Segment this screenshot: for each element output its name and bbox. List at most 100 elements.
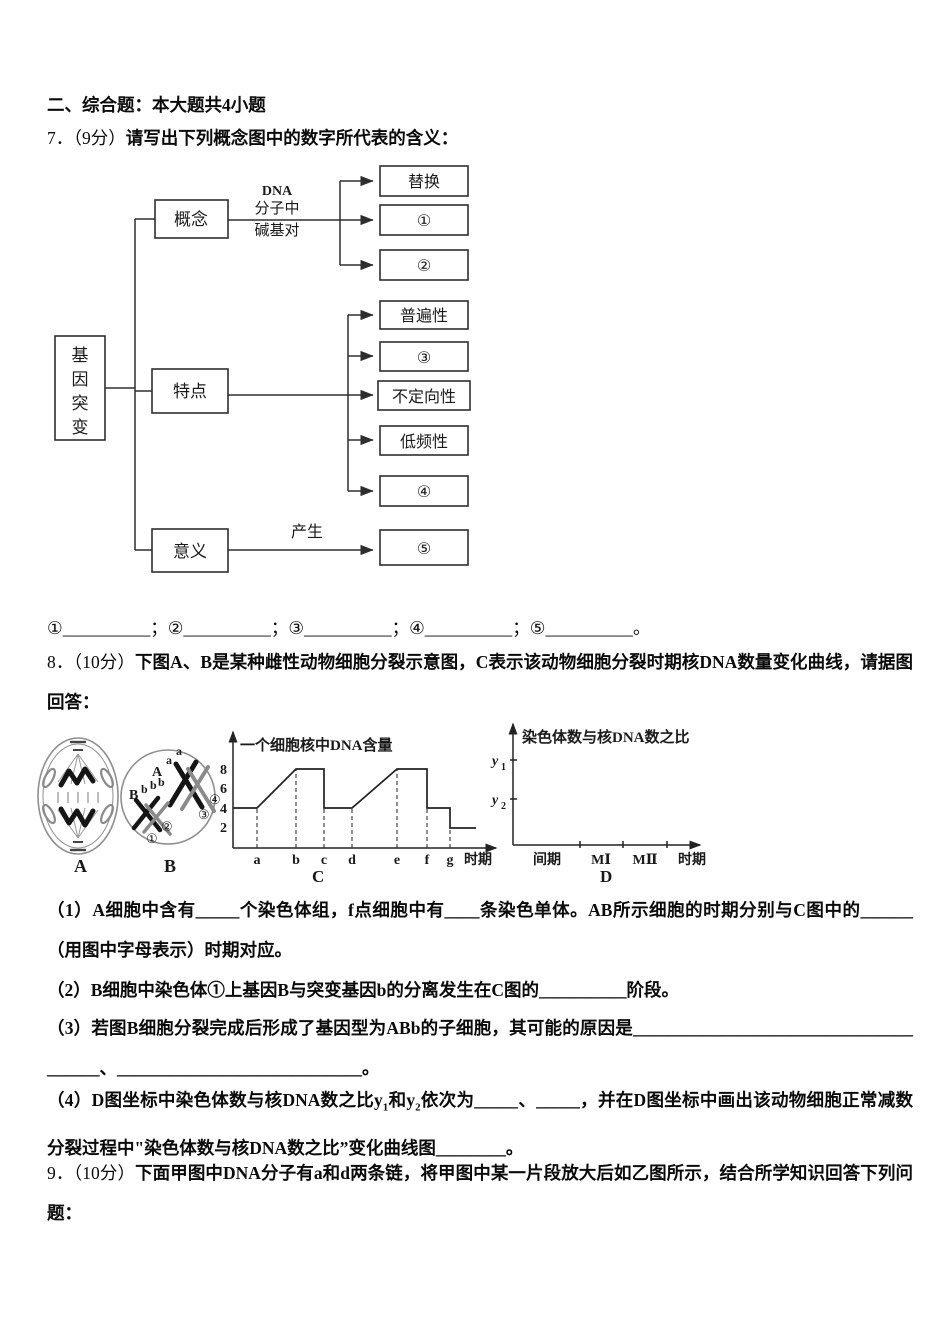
feature-child-5-label: ④ [417, 484, 431, 501]
chart-d-ytick-y2: y 2 [490, 793, 517, 812]
q9-stem-line: 9．（10分）下面甲图中DNA分子有a和d两条链，将甲图中某一片段放大后如乙图所… [47, 1153, 913, 1233]
chart-c-xtick-c: c [321, 853, 327, 868]
q8-sub4-subscript-1: 1 [382, 1101, 389, 1114]
chart-d-y1-sub: 1 [501, 762, 506, 773]
root-char-3: 突 [72, 394, 89, 413]
chart-c-xtick-d: d [348, 853, 356, 868]
cell-b-bivalent-Aa [167, 759, 216, 813]
concept-child-blank-1: ① [379, 204, 469, 236]
chart-d-ytick-y1: y 1 [490, 754, 517, 773]
q8-stem-line: 8．（10分）下图A、B是某种雌性动物细胞分裂示意图，C表示该动物细胞分裂时期核… [47, 642, 913, 722]
q8-sub4-part3: 依次为_____、_____，并在D图坐标中画出该动物细胞正常减数分裂过程中"染… [47, 1090, 914, 1158]
chart-c: 一个细胞核中DNA含量 8 6 4 2 a b c d e f g 时期 C [220, 730, 498, 886]
feature-branch-arrows [228, 309, 374, 497]
chart-c-xlabel: 时期 [464, 851, 492, 868]
cell-a-centriole-top [70, 740, 86, 751]
cell-b-bivalent-Bb [131, 795, 172, 836]
root-box-gene-mutation: 基 因 突 变 [54, 335, 106, 441]
concept-child-1-label: 替换 [408, 173, 440, 191]
chart-d-section-m1: MⅠ [591, 853, 611, 868]
q8-sub2: （2）B细胞中染色体①上基因B与突变基因b的分离发生在C图的__________… [47, 980, 679, 1000]
root-char-2: 因 [72, 370, 89, 389]
q7-stem: 请写出下列概念图中的数字所代表的含义： [125, 128, 459, 148]
q8-sub3: （3）若图B细胞分裂完成后形成了基因型为ABb的子细胞，其可能的原因是_____… [47, 1018, 913, 1078]
feature-child-2-label: ③ [417, 350, 431, 367]
gene-label-a2: a [176, 744, 182, 758]
q7-number: 7．（9分） [47, 128, 126, 148]
branch-box-feature: 特点 [151, 368, 229, 414]
q8-stem: 下图A、B是某种雌性动物细胞分裂示意图，C表示该动物细胞分裂时期核DNA数量变化… [47, 652, 914, 712]
feature-child-universality: 普遍性 [379, 300, 469, 330]
root-char-1: 基 [72, 346, 89, 365]
panel-label-c: C [312, 867, 324, 886]
chart-c-xtick-f: f [425, 853, 430, 868]
cell-a-chromosomes-bottom [42, 803, 114, 828]
chart-d: 染色体数与核DNA数之比 y 1 y 2 间期 MⅠ MⅡ 时期 D [490, 722, 706, 886]
branch-feature-label: 特点 [173, 382, 207, 401]
chart-c-xtick-g: g [447, 853, 454, 868]
feature-child-blank-4: ④ [379, 475, 469, 507]
feature-child-nondirectional: 不定向性 [377, 380, 471, 411]
feature-child-4-label: 低频性 [400, 433, 448, 451]
gene-label-A: A [152, 765, 163, 780]
feature-child-3-label: 不定向性 [392, 388, 456, 406]
cell-a-centriole-bottom [70, 841, 86, 852]
cell-a-chromosomes-top [42, 766, 114, 789]
chromatid-mark-2: ② [161, 819, 173, 834]
chart-c-ytick-8: 8 [220, 763, 227, 778]
q8-sub4-part1: （4）D图坐标中染色体数与核DNA数之比y [47, 1090, 383, 1110]
chromatid-mark-3: ③ [198, 807, 210, 822]
cell-a-equator-dashes [57, 792, 99, 803]
q7-stem-line: 7．（9分）请写出下列概念图中的数字所代表的含义： [47, 118, 913, 158]
concept-child-3-label: ② [417, 258, 431, 275]
q8-sub1: （1）A细胞中含有_____个染色体组，f点细胞中有____条染色单体。AB所示… [47, 900, 913, 960]
chart-d-xlabel: 时期 [678, 851, 706, 868]
feature-child-1-label: 普遍性 [400, 307, 448, 325]
concept-child-blank-2: ② [379, 249, 469, 281]
feature-child-blank-3: ③ [379, 341, 469, 372]
meaning-branch-arrow: 产生 [228, 523, 374, 556]
concept-branch-arrows: DNA 分子中 碱基对 [228, 175, 374, 271]
meaning-child-blank-5: ⑤ [379, 529, 469, 566]
edge-label-dna-3: 碱基对 [254, 222, 299, 239]
gene-label-B: B [129, 788, 138, 803]
chart-d-title: 染色体数与核DNA数之比 [521, 728, 690, 746]
feature-child-lowfrequency: 低频性 [379, 425, 469, 456]
edge-label-dna-2: 分子中 [254, 200, 299, 217]
concept-child-2-label: ① [417, 213, 431, 230]
gene-label-b3: b [158, 775, 165, 789]
chart-c-ytick-4: 4 [220, 802, 227, 817]
chromatid-mark-1: ① [146, 831, 158, 846]
q8-sub4: （4）D图坐标中染色体数与核DNA数之比y1和y2依次为_____、_____，… [47, 1080, 913, 1168]
panel-label-d: D [600, 867, 612, 886]
branch-concept-label: 概念 [174, 209, 208, 229]
chart-d-y2-sub: 2 [501, 801, 506, 812]
concept-child-substitution: 替换 [379, 165, 469, 197]
q8-sub4-part2: 和y [388, 1090, 416, 1110]
q8-figure: A A a a B b b b ① ② ③ ④ B 一个细胞核中 [37, 722, 706, 886]
chart-c-title: 一个细胞核中DNA含量 [240, 736, 393, 754]
chart-d-section-interphase: 间期 [533, 851, 561, 868]
root-char-4: 变 [72, 418, 89, 437]
branch-box-concept: 概念 [154, 199, 229, 239]
chart-d-section-m2: MⅡ [632, 853, 657, 868]
chart-c-xtick-a: a [254, 853, 261, 868]
cell-a-diagram: A [37, 737, 119, 876]
branch-meaning-label: 意义 [173, 542, 207, 561]
meaning-child-1-label: ⑤ [417, 541, 431, 558]
chart-d-xticks [579, 841, 668, 848]
q9-stem: 下面甲图中DNA分子有a和d两条链，将甲图中某一片段放大后如乙图所示，结合所学知… [47, 1163, 913, 1223]
q7-answer-line: ①__________；②__________；③__________；④___… [47, 618, 651, 638]
chromatid-mark-4: ④ [209, 792, 221, 807]
gene-label-a1: a [166, 753, 172, 767]
branch-box-meaning: 意义 [151, 528, 229, 573]
section-header: 二、综合题：本大题共4小题 [47, 95, 266, 115]
q8-sub4-subscript-2: 2 [415, 1101, 421, 1114]
panel-label-b: B [164, 856, 176, 876]
chart-c-xtick-e: e [394, 853, 400, 868]
gene-mutation-concept-map: 基 因 突 变 概念 特点 意义 DNA 分子中 碱基对 替换 [54, 165, 471, 573]
edge-label-dna-1: DNA [262, 184, 293, 199]
chart-c-ytick-2: 2 [220, 821, 227, 836]
q9-number: 9．（10分） [47, 1163, 136, 1183]
